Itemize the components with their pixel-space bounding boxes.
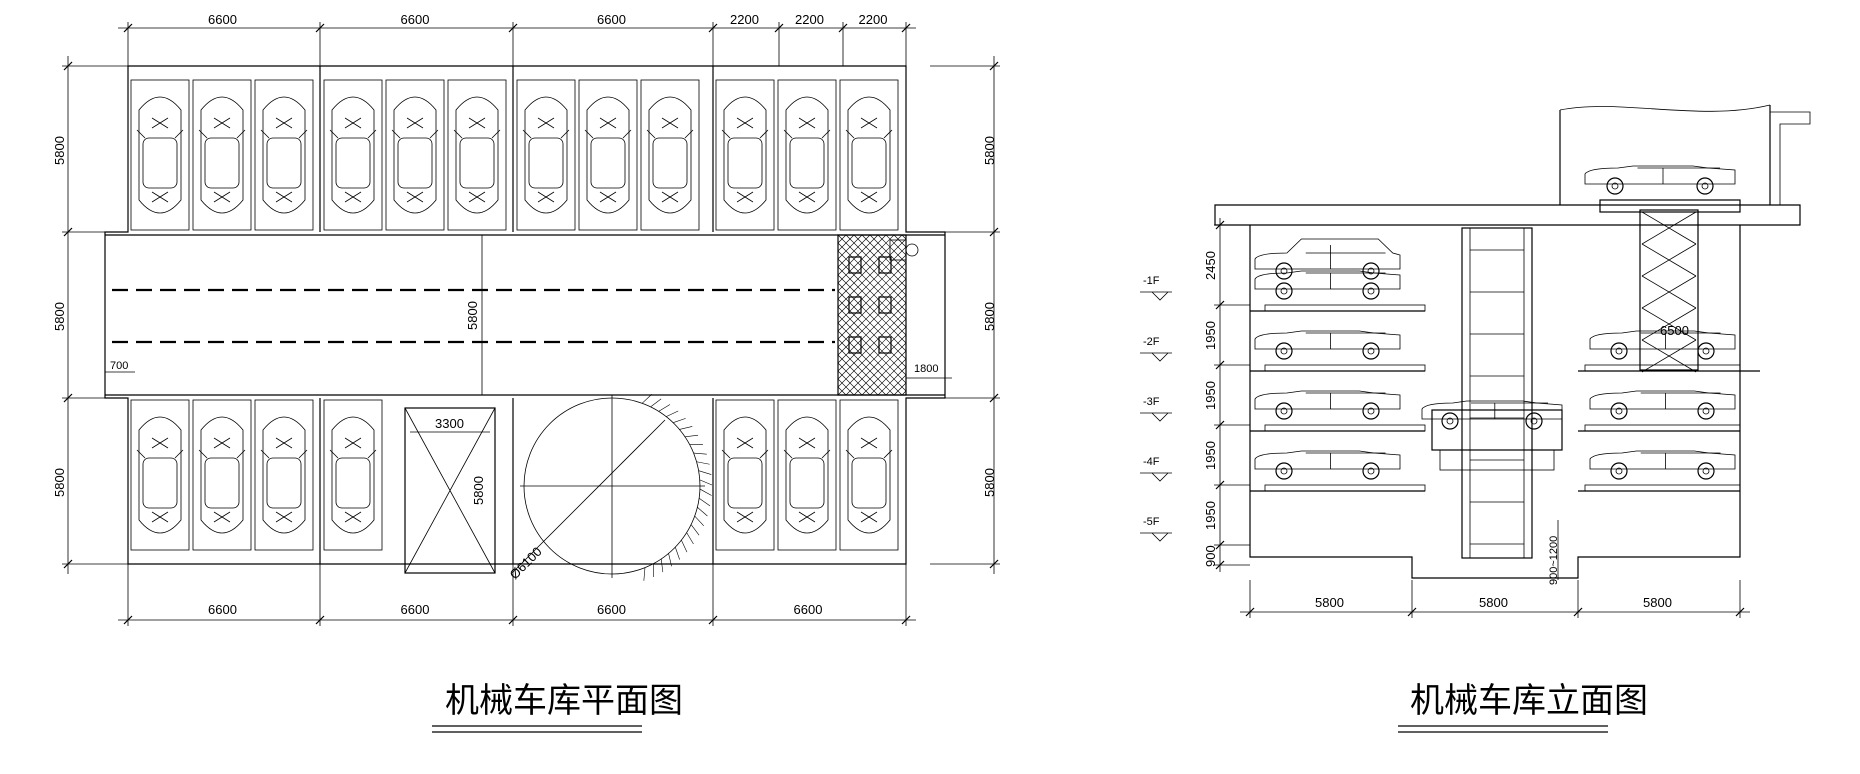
elevator-shaft: [1431, 227, 1563, 559]
garage-elevation-view: 6500 -1F -2F -3F -4F -5F 2450 1950 1950 1950 195…: [1140, 104, 1811, 733]
top-dimension-label: 2200: [859, 12, 888, 27]
parking-stalls: [130, 79, 899, 551]
sedan: [1421, 400, 1563, 430]
height-dimension-label: 1950: [1203, 381, 1218, 410]
parking-stall: [192, 79, 252, 231]
parking-stall: [640, 79, 700, 231]
elevation-dimension-lines: 5800 5800 5800: [1240, 580, 1750, 618]
parking-stall: [254, 79, 314, 231]
height-dimension-label: 1950: [1203, 321, 1218, 350]
sedan: [1589, 330, 1736, 360]
parking-stall: [130, 79, 190, 231]
shelf-right: [1584, 424, 1741, 432]
storage-shelves: [1250, 304, 1760, 492]
turntable: Ø6100: [507, 394, 713, 582]
height-dimensions: 2450 1950 1950 1950 1950 900: [1203, 218, 1559, 580]
scissor-lift: 6500: [1599, 199, 1741, 373]
cars: [1254, 165, 1736, 480]
top-dimension-label: 2200: [730, 12, 759, 27]
right-dimension-label: 5800: [982, 302, 997, 331]
lift-machinery: 1800: [837, 234, 952, 396]
sedan: [1589, 450, 1736, 480]
sedan: [1254, 450, 1401, 480]
parking-stall: [254, 399, 314, 551]
sedan: [1254, 270, 1401, 300]
sedan: [1584, 165, 1736, 195]
parking-stall: [777, 399, 837, 551]
ramp-length-label: 5800: [471, 476, 486, 505]
parking-stall: [323, 399, 383, 551]
bottom-dimension-label: 6600: [794, 602, 823, 617]
shelf-right: [1584, 484, 1741, 492]
pit-depth-label: 900~1200: [1548, 536, 1560, 585]
level-label: -2F: [1143, 336, 1160, 348]
bottom-dimension-label: 6600: [401, 602, 430, 617]
parking-stall: [715, 79, 775, 231]
top-dimension-label: 6600: [401, 12, 430, 27]
parking-stall: [447, 79, 507, 231]
top-dimension-label: 6600: [208, 12, 237, 27]
left-dimension-label: 5800: [52, 468, 67, 497]
bottom-dimension-label: 6600: [208, 602, 237, 617]
parking-stall: [715, 399, 775, 551]
shelf-left: [1264, 484, 1426, 492]
ramp-width-label: 3300: [435, 416, 464, 431]
turntable-diameter-label: Ø6100: [507, 544, 545, 582]
left-dimension-label: 5800: [52, 302, 67, 331]
height-dimension-label: 2450: [1203, 251, 1218, 280]
ramp-area: 3300 5800: [404, 407, 496, 574]
sedan: [1254, 390, 1401, 420]
level-label: -3F: [1143, 396, 1160, 408]
offset-label: 700: [110, 360, 128, 372]
elevator-carriage: [1431, 409, 1563, 451]
sedan: [1254, 330, 1401, 360]
top-dimension-label: 2200: [795, 12, 824, 27]
elevation-title: 机械车库立面图: [1410, 681, 1648, 721]
parking-stall: [323, 79, 383, 231]
plan-dimension-lines: 6600 6600 6600 2200 2200 2200 6600 6600 6600 6600…: [52, 12, 1000, 626]
shelf-left: [1264, 424, 1426, 432]
parking-stall: [839, 79, 899, 231]
parking-stall: [130, 399, 190, 551]
lift-width-label: 1800: [914, 363, 938, 375]
elevation-bottom-dimension-label: 5800: [1479, 595, 1508, 610]
lift-height-label: 6500: [1660, 323, 1689, 338]
shelf-left: [1264, 304, 1426, 312]
level-label: -4F: [1143, 456, 1160, 468]
aisle-width-label: 5800: [465, 301, 480, 330]
parking-stall: [777, 79, 837, 231]
plan-title: 机械车库平面图: [445, 681, 683, 721]
parking-stall: [192, 399, 252, 551]
level-label: -1F: [1143, 275, 1160, 287]
parking-stall: [839, 399, 899, 551]
top-dimension-label: 6600: [597, 12, 626, 27]
elevation-bottom-dimension-label: 5800: [1643, 595, 1672, 610]
parking-stall: [578, 79, 638, 231]
bottom-dimension-label: 6600: [597, 602, 626, 617]
level-label: -5F: [1143, 516, 1160, 528]
parking-stall: [516, 79, 576, 231]
left-dimension-label: 5800: [52, 136, 67, 165]
elevation-bottom-dimension-label: 5800: [1315, 595, 1344, 610]
suv: [1254, 238, 1401, 280]
height-dimension-label: 1950: [1203, 441, 1218, 470]
height-dimension-label: 900: [1203, 545, 1218, 567]
right-dimension-label: 5800: [982, 136, 997, 165]
sedan: [1589, 390, 1736, 420]
height-dimension-label: 1950: [1203, 501, 1218, 530]
parking-stall: [385, 79, 445, 231]
right-dimension-label: 5800: [982, 468, 997, 497]
shelf-left: [1264, 364, 1426, 372]
level-markers: -1F -2F -3F -4F -5F: [1140, 275, 1172, 542]
